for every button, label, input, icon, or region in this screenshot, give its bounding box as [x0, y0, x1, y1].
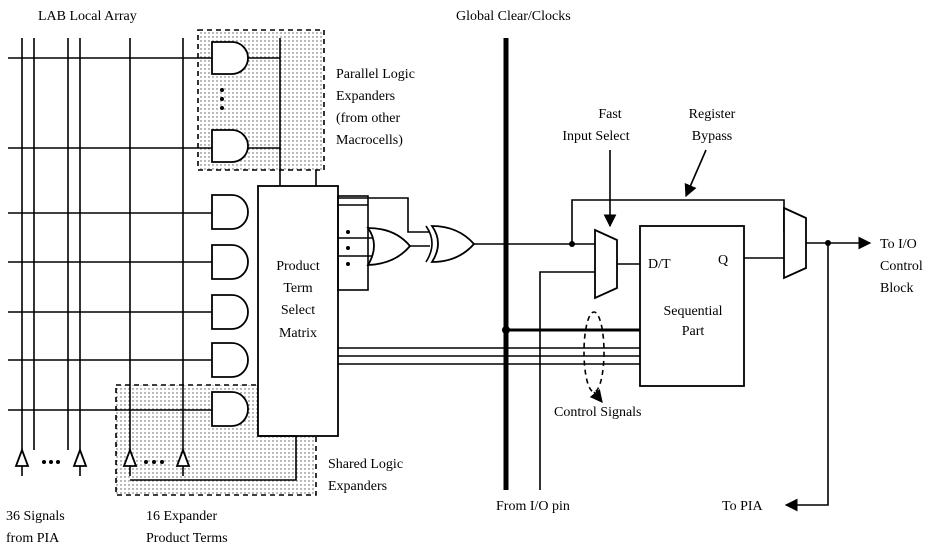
from-io-pin-label: From I/O pin — [496, 499, 570, 514]
or-input-bracket — [337, 195, 369, 291]
parallel-expanders-label-1: Parallel Logic — [336, 67, 415, 82]
and-gate-2 — [211, 244, 249, 280]
local-array-lines — [21, 38, 281, 450]
to-pia-label: To PIA — [722, 499, 764, 514]
expander-terms-label-1: 16 Expander — [146, 509, 217, 524]
parallel-and-gate-2 — [211, 129, 249, 163]
matrix-label-2: Term — [283, 281, 312, 296]
fast-input-select-label-1: Fast — [598, 107, 621, 122]
horizontal-ellipsis — [42, 460, 164, 464]
input-buffer-1 — [14, 447, 30, 476]
or-gate — [366, 227, 412, 266]
to-io-control-label-1: To I/O — [880, 237, 917, 252]
matrix-label-4: Matrix — [279, 326, 317, 341]
to-io-control-label-3: Block — [880, 281, 913, 296]
shared-expanders-label-1: Shared Logic — [328, 457, 403, 472]
control-signals-ellipse — [583, 311, 605, 393]
lab-local-array-label: LAB Local Array — [38, 9, 137, 24]
sequential-label-1: Sequential — [663, 304, 722, 319]
and-gate-4 — [211, 342, 249, 378]
shared-expanders-label-2: Expanders — [328, 479, 387, 494]
to-io-control-label-2: Control — [880, 259, 923, 274]
global-clear-clocks-label: Global Clear/Clocks — [456, 9, 571, 24]
vertical-ellipsis-1 — [220, 88, 224, 110]
fast-input-select-label-2: Input Select — [562, 129, 629, 144]
sequential-label-2: Part — [682, 324, 705, 339]
expander-terms-label-2: Product Terms — [146, 531, 228, 546]
product-term-select-matrix — [257, 185, 339, 437]
input-buffer-3 — [122, 447, 138, 476]
xor-gate — [425, 225, 476, 263]
signals-from-pia-label-2: from PIA — [6, 531, 60, 546]
input-buffer-4 — [175, 447, 191, 476]
register-bypass-label-1: Register — [689, 107, 736, 122]
control-signal-lines — [338, 347, 640, 365]
parallel-and-gate-1 — [211, 41, 249, 75]
fast-input-select-mux — [594, 228, 618, 300]
parallel-expanders-label-3: (from other — [336, 111, 400, 126]
and-gate-3 — [211, 294, 249, 330]
and-gate-5 — [211, 391, 249, 427]
control-signals-label: Control Signals — [554, 405, 642, 420]
matrix-label-3: Select — [281, 303, 315, 318]
register-bypass-mux — [783, 206, 807, 280]
and-gate-1 — [211, 194, 249, 230]
dt-label: D/T — [648, 257, 671, 272]
input-buffer-2 — [72, 447, 88, 476]
signals-from-pia-label-1: 36 Signals — [6, 509, 65, 524]
parallel-expanders-label-4: Macrocells) — [336, 133, 403, 148]
product-term-rows — [8, 57, 212, 411]
register-bypass-label-2: Bypass — [692, 129, 732, 144]
q-label: Q — [718, 253, 728, 268]
sequential-part-register — [639, 225, 745, 387]
matrix-label-1: Product — [276, 259, 320, 274]
parallel-expanders-label-2: Expanders — [336, 89, 395, 104]
